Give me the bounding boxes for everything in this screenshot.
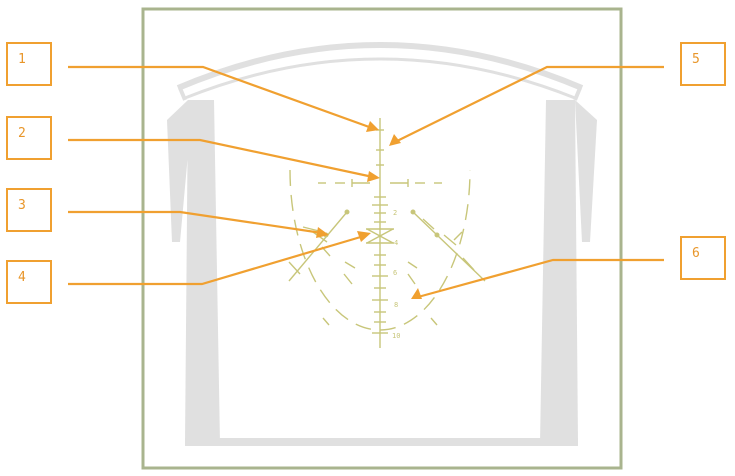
aircraft-symbol — [366, 228, 394, 244]
callout-1-label: 1 — [18, 52, 26, 67]
callout-2-label: 2 — [18, 126, 26, 141]
right-cue-line — [410, 209, 486, 282]
callout-4-label: 4 — [18, 270, 26, 285]
leader-2 — [68, 138, 374, 179]
cockpit-sill — [185, 438, 578, 446]
hud-symbology — [288, 118, 486, 348]
leader-4 — [68, 234, 365, 286]
scale-labels: 2 4 6 8 10 — [392, 209, 400, 340]
leader-1 — [68, 65, 373, 130]
scale-label-8: 8 — [394, 301, 398, 309]
leader-3 — [68, 210, 323, 235]
leader-6 — [417, 258, 664, 299]
horizon-line — [318, 179, 442, 187]
scale-label-6: 6 — [393, 269, 397, 277]
callout-arrowheads — [316, 121, 422, 299]
scale-label-2: 2 — [393, 209, 397, 217]
callout-4: 4 — [6, 260, 52, 304]
right-canopy-pillar — [540, 100, 597, 444]
callout-6: 6 — [680, 236, 726, 280]
callout-2: 2 — [6, 116, 52, 160]
callout-5: 5 — [680, 42, 726, 86]
left-canopy-pillar — [167, 100, 220, 444]
scale-label-10: 10 — [392, 332, 400, 340]
leader-5 — [394, 65, 664, 143]
scale-label-4: 4 — [394, 239, 398, 247]
callout-3-label: 3 — [18, 198, 26, 213]
callout-5-label: 5 — [692, 52, 700, 67]
callout-6-label: 6 — [692, 246, 700, 261]
callout-leaders — [68, 65, 664, 299]
range-arc — [289, 169, 471, 331]
callout-1: 1 — [6, 42, 52, 86]
callout-3: 3 — [6, 188, 52, 232]
